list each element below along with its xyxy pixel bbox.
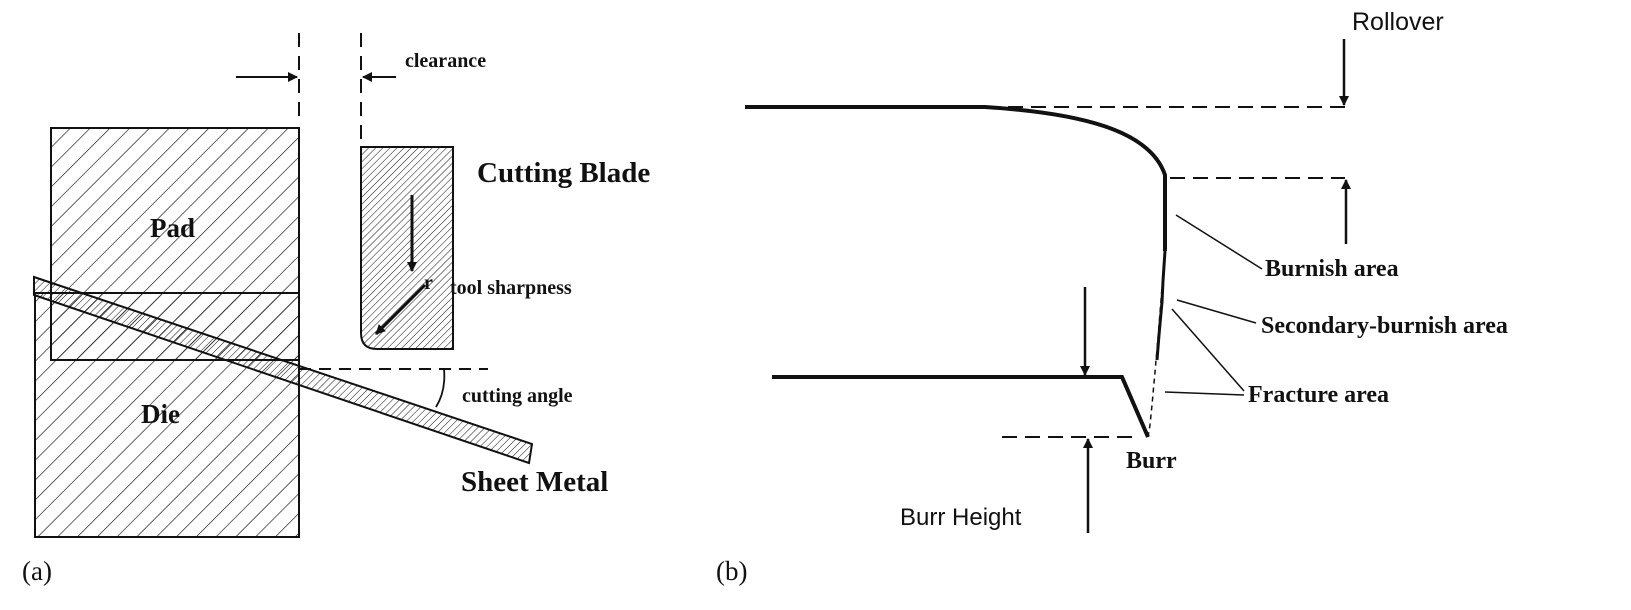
- tool-radius-arrow: [374, 283, 427, 336]
- sheet-upper-profile: [745, 105, 1167, 251]
- cutting-blade-label: Cutting Blade: [477, 157, 650, 189]
- tool-sharpness-label: tool sharpness: [450, 277, 572, 299]
- sheet-metal-strip: [33, 275, 534, 465]
- burnish-area-label: Burnish area: [1265, 256, 1399, 282]
- panel-a: clearance Cutting Blade Pad Die r tool s…: [22, 33, 650, 586]
- panel-a-label: (a): [22, 556, 52, 586]
- cutting-angle-label: cutting angle: [462, 385, 573, 407]
- secondary-burnish-profile: [1155, 250, 1167, 361]
- secondary-burnish-area-label: Secondary-burnish area: [1261, 313, 1508, 339]
- sheet-metal-label: Sheet Metal: [461, 466, 608, 498]
- burr-height-label: Burr Height: [900, 504, 1022, 531]
- fracture-area-label: Fracture area: [1248, 382, 1389, 408]
- cutting-angle-arc: [435, 368, 446, 408]
- clearance-label: clearance: [405, 50, 486, 72]
- burnish-area-leader: [1175, 214, 1263, 270]
- cutting-blade: [360, 146, 454, 350]
- die-label: Die: [141, 399, 180, 429]
- panel-b-label: (b): [716, 556, 747, 586]
- clearance-dimension: [236, 33, 396, 145]
- sheet-lower-profile: [772, 375, 1150, 438]
- rollover-label: Rollover: [1352, 8, 1444, 36]
- panel-b: Rollover Burnish area Secondary-burnish …: [716, 8, 1508, 586]
- secondary-burnish-leader: [1176, 299, 1257, 324]
- fracture-area-leader-1: [1171, 308, 1245, 392]
- fracture-profile: [1147, 261, 1165, 438]
- radius-symbol: r: [424, 272, 433, 294]
- fracture-area-leader-2: [1164, 391, 1245, 396]
- pad-label: Pad: [150, 213, 195, 243]
- burr-label: Burr: [1126, 448, 1177, 474]
